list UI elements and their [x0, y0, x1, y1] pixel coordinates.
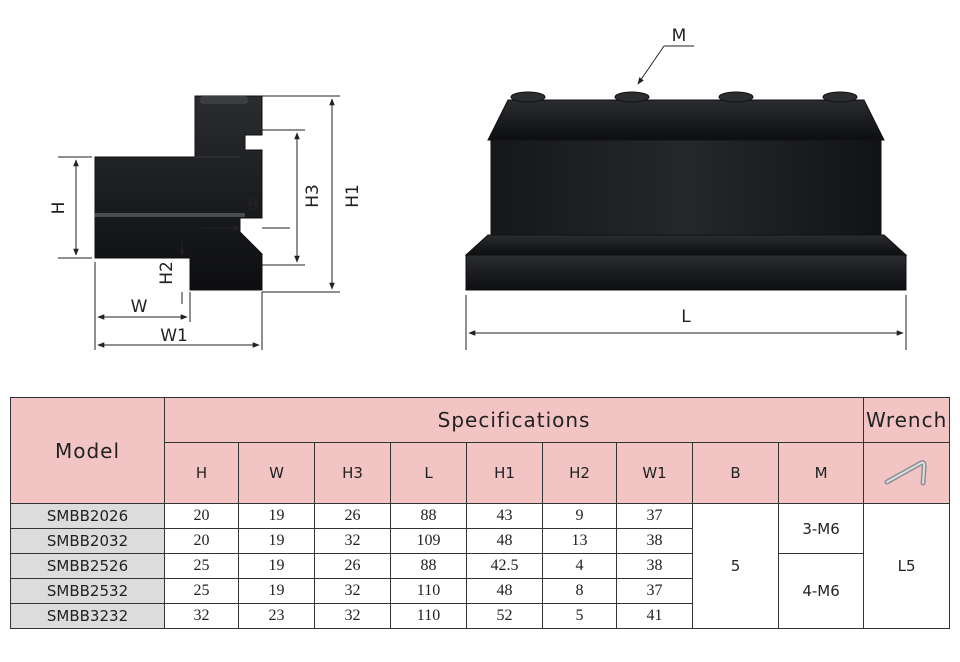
cell-h2: 4	[542, 553, 617, 579]
cell-h3: 26	[314, 503, 391, 529]
front-view-drawing: M L	[464, 26, 908, 350]
col-header-h2: H2	[542, 442, 617, 504]
cell-h2: 5	[542, 603, 617, 629]
cell-m-group-2: 4-M6	[777, 553, 865, 629]
cell-h2: 13	[542, 528, 617, 554]
cell-h1: 48	[466, 528, 543, 554]
cell-l: 88	[390, 503, 467, 529]
cell-h1: 52	[466, 603, 543, 629]
cell-w1: 38	[616, 528, 693, 554]
technical-drawings: H H1 H3 H2 B W W1 M L	[49, 26, 908, 350]
model-cell: SMBB2032	[10, 528, 165, 554]
model-header: Model	[10, 397, 165, 504]
cell-h: 20	[164, 503, 239, 529]
dim-label-w: W	[131, 297, 148, 317]
cell-h3: 32	[314, 528, 391, 554]
wrench-header: Wrench	[863, 397, 951, 443]
cell-w: 19	[238, 528, 315, 554]
dim-label-w1: W1	[160, 326, 188, 346]
cell-h: 32	[164, 603, 239, 629]
cell-l: 110	[390, 578, 467, 604]
cell-h3: 32	[314, 603, 391, 629]
cell-h1: 48	[466, 578, 543, 604]
dim-label-h2: H2	[157, 261, 177, 285]
col-header-w: W	[238, 442, 315, 504]
cell-h3: 32	[314, 578, 391, 604]
cell-l: 110	[390, 603, 467, 629]
cell-m-group-1: 3-M6	[777, 503, 865, 554]
dim-label-h1: H1	[343, 184, 363, 208]
col-header-h3: H3	[314, 442, 391, 504]
cell-h2: 8	[542, 578, 617, 604]
model-cell: SMBB2026	[10, 503, 165, 529]
cell-h2: 9	[542, 503, 617, 529]
col-header-w1: W1	[616, 442, 693, 504]
hex-key-icon	[863, 442, 951, 504]
cell-h3: 26	[314, 553, 391, 579]
cell-w1: 37	[616, 578, 693, 604]
cell-h: 25	[164, 553, 239, 579]
specifications-table: Model Specifications Wrench H W H3 L H1 …	[10, 397, 951, 629]
dim-label-b: B	[247, 195, 259, 215]
dim-label-h3: H3	[303, 184, 323, 208]
cell-w1: 41	[616, 603, 693, 629]
cell-w1: 37	[616, 503, 693, 529]
cell-w: 19	[238, 578, 315, 604]
cell-w1: 38	[616, 553, 693, 579]
table-row: SMBB3232 32 23 32 110 52 5 41	[10, 603, 950, 629]
cell-w: 19	[238, 553, 315, 579]
cell-b: 5	[692, 503, 779, 629]
cell-w: 23	[238, 603, 315, 629]
dim-label-l: L	[681, 307, 691, 327]
dim-label-m: M	[672, 26, 687, 46]
cell-h1: 42.5	[466, 553, 543, 579]
dim-label-h: H	[49, 202, 69, 215]
model-cell: SMBB2526	[10, 553, 165, 579]
model-cell: SMBB3232	[10, 603, 165, 629]
col-header-l: L	[390, 442, 467, 504]
col-header-b: B	[692, 442, 779, 504]
side-profile-drawing: H H1 H3 H2 B W W1	[49, 95, 363, 350]
table-row: SMBB2526 25 19 26 88 42.5 4 38 4-M6	[10, 553, 950, 629]
cell-wrench: L5	[863, 503, 951, 629]
cell-w: 19	[238, 503, 315, 529]
table-row: SMBB2026 20 19 26 88 43 9 37 5 3-M6 L5	[10, 503, 951, 629]
cell-h: 25	[164, 578, 239, 604]
col-header-h1: H1	[466, 442, 543, 504]
table-row: SMBB2532 25 19 32 110 48 8 37	[10, 578, 950, 604]
cell-l: 88	[390, 553, 467, 579]
specifications-header: Specifications	[163, 397, 865, 443]
cell-h1: 43	[466, 503, 543, 529]
model-cell: SMBB2532	[10, 578, 165, 604]
col-header-m: M	[777, 442, 865, 504]
col-header-h: H	[164, 442, 239, 504]
cell-h: 20	[164, 528, 239, 554]
cell-l: 109	[390, 528, 467, 554]
